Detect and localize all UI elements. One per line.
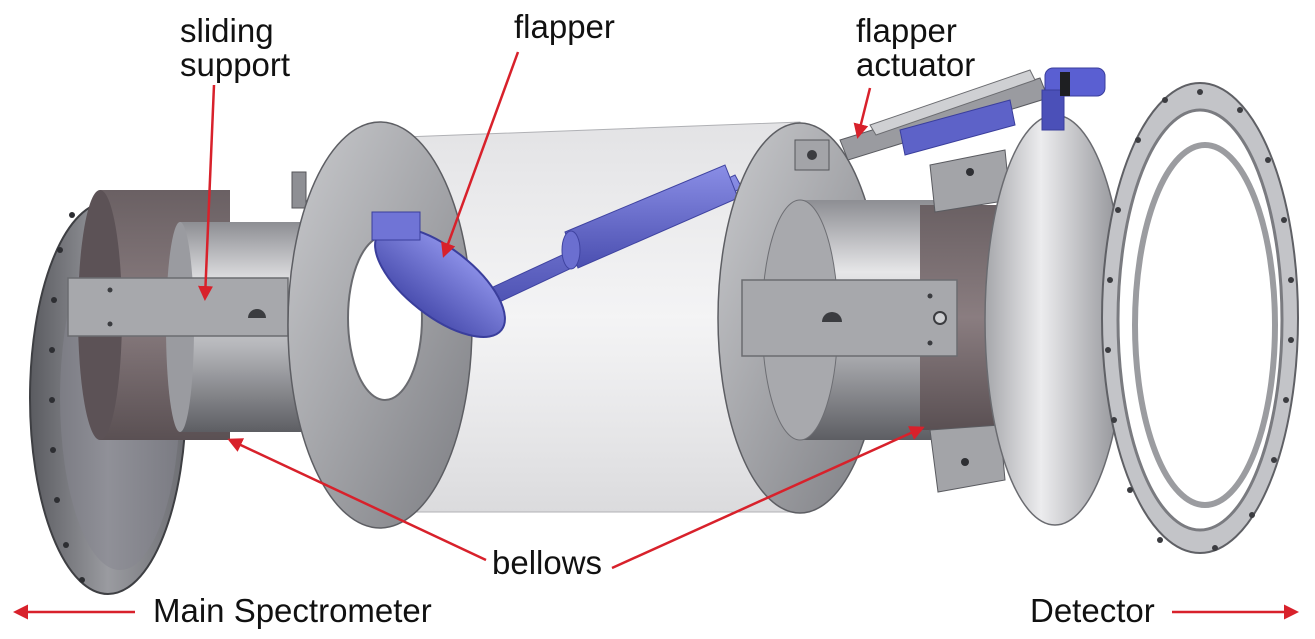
right-large-flange <box>984 82 1299 554</box>
label-main-spectrometer: Main Spectrometer <box>153 592 432 629</box>
arrow-sliding-support <box>198 84 216 301</box>
arrow-flapper <box>441 51 520 258</box>
left-flange-bolt-holes <box>49 212 85 583</box>
label-flapper-actuator-line1: flapper <box>856 12 957 49</box>
label-sliding-support: sliding support <box>180 14 290 82</box>
arrow-flapper-actuator <box>853 87 872 139</box>
left-sliding-support-bar <box>67 277 289 337</box>
flapper-assembly <box>371 164 743 338</box>
label-arrows <box>12 51 1299 620</box>
label-bellows: bellows <box>492 544 603 581</box>
right-clamp-blocks <box>929 149 1011 493</box>
arrow-bellows-right <box>611 426 925 570</box>
label-flapper: flapper <box>514 8 615 45</box>
right-sliding-support-bar <box>741 279 958 357</box>
right-flange-bolt-holes <box>1105 89 1294 551</box>
label-flapper-actuator-line2: actuator <box>856 46 976 83</box>
label-flapper-actuator: flapper actuator <box>856 14 975 82</box>
arrow-bellows-left <box>227 438 487 562</box>
label-sliding-support-line2: support <box>180 46 291 83</box>
flapper-actuator <box>794 67 1106 171</box>
label-detector: Detector <box>1030 592 1155 629</box>
label-sliding-support-line1: sliding <box>180 12 274 49</box>
